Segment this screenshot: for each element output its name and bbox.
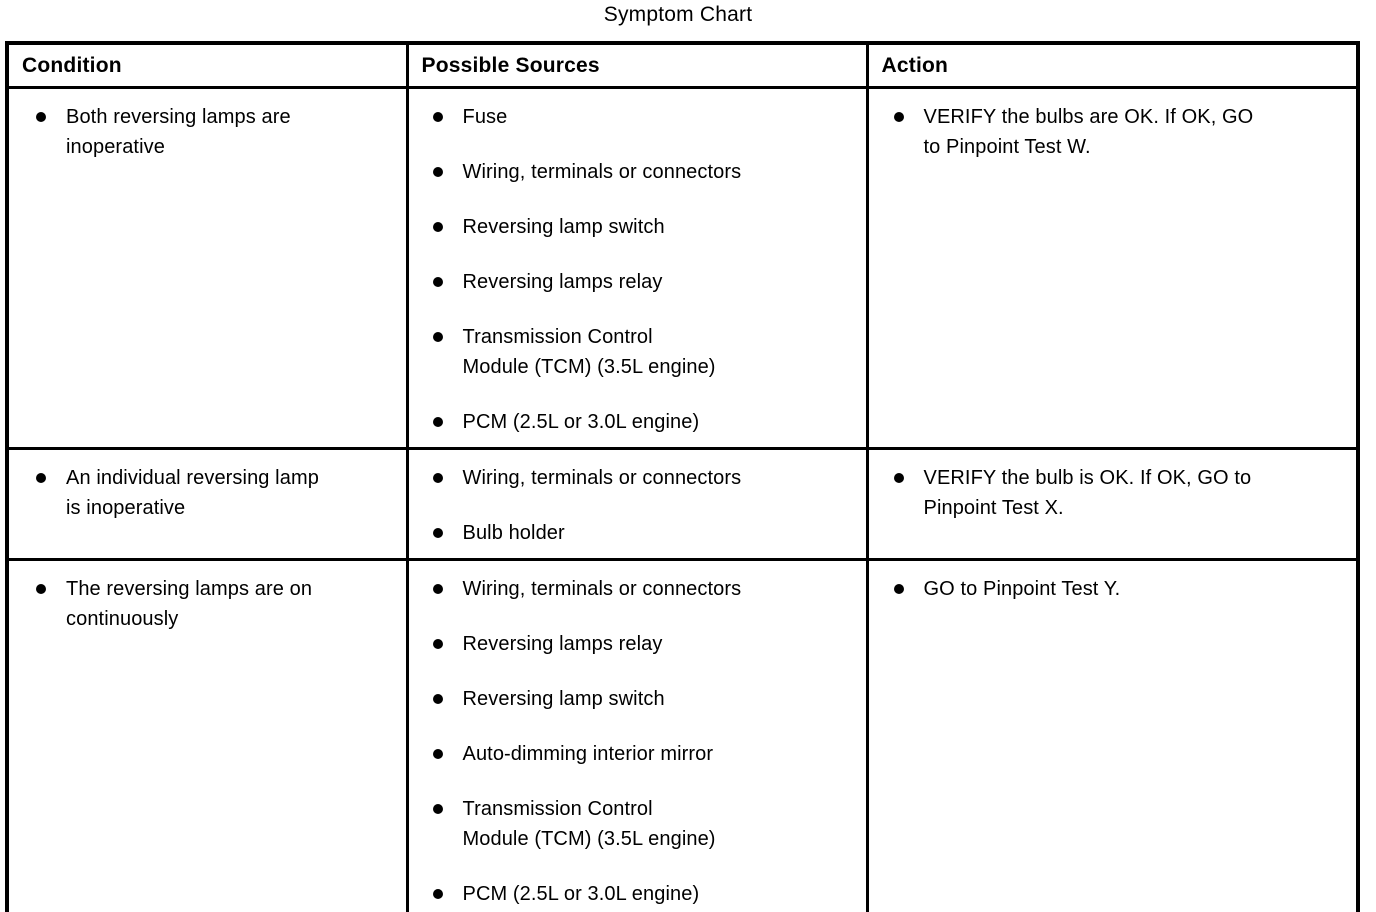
bullet-icon [432,694,443,704]
source-text: Wiring, terminals or connectors [462,467,742,489]
bullet-icon [432,332,443,342]
list-item: VERIFY the bulb is OK. If OK, GO to Pinp… [893,463,1349,523]
condition-text: Both reversing lamps are inoperative [66,106,291,158]
symptom-table: Condition Possible Sources Action Both r… [5,41,1360,912]
source-text: PCM (2.5L or 3.0L engine) [462,411,700,433]
table-row: Both reversing lamps are inoperative Fus… [5,86,1360,450]
list-item: Wiring, terminals or connectors [432,574,858,604]
source-text: Reversing lamp switch [462,688,665,710]
bullet-icon [893,112,904,122]
condition-text: An individual reversing lamp is inoperat… [66,467,319,519]
action-cell: VERIFY the bulb is OK. If OK, GO to Pinp… [865,447,1360,561]
source-text: Auto-dimming interior mirror [462,743,714,765]
bullet-icon [432,277,443,287]
bullet-icon [893,584,904,594]
sources-cell: Wiring, terminals or connectors Bulb hol… [405,447,869,561]
list-item: PCM (2.5L or 3.0L engine) [432,407,858,437]
sources-cell: Fuse Wiring, terminals or connectors Rev… [405,86,869,450]
table-row: An individual reversing lamp is inoperat… [5,447,1360,561]
action-text: GO to Pinpoint Test Y. [923,578,1121,600]
list-item: GO to Pinpoint Test Y. [893,574,1349,604]
bullet-icon [432,749,443,759]
list-item: The reversing lamps are on continuously [36,574,398,634]
header-cell-action: Action [865,41,1360,89]
bullet-icon [36,473,46,483]
source-text: Reversing lamp switch [462,216,665,238]
header-cell-condition: Condition [5,41,409,89]
list-item: An individual reversing lamp is inoperat… [36,463,398,523]
bullet-icon [432,528,443,538]
table-header-row: Condition Possible Sources Action [5,41,1360,89]
bullet-icon [432,804,443,814]
list-item: Reversing lamp switch [432,684,858,714]
condition-cell: Both reversing lamps are inoperative [5,86,409,450]
header-cell-possible-sources: Possible Sources [405,41,869,89]
condition-text: The reversing lamps are on continuously [66,578,313,630]
bullet-icon [36,112,46,122]
source-text: Wiring, terminals or connectors [462,578,742,600]
list-item: Reversing lamp switch [432,212,858,242]
bullet-icon [432,417,443,427]
list-item: Wiring, terminals or connectors [432,463,858,493]
source-text: Reversing lamps relay [462,271,663,293]
list-item: VERIFY the bulbs are OK. If OK, GO to Pi… [893,102,1349,162]
bullet-icon [432,889,443,899]
condition-cell: The reversing lamps are on continuously [5,558,409,912]
bullet-icon [36,584,46,594]
source-text: Reversing lamps relay [462,633,663,655]
list-item: Fuse [432,102,858,132]
bullet-icon [432,639,443,649]
list-item: Bulb holder [432,518,858,548]
bullet-icon [893,473,904,483]
list-item: Auto-dimming interior mirror [432,739,858,769]
source-text: Bulb holder [462,522,565,544]
condition-cell: An individual reversing lamp is inoperat… [5,447,409,561]
list-item: Reversing lamps relay [432,267,858,297]
bullet-icon [432,473,443,483]
page-title: Symptom Chart [603,3,753,26]
action-cell: GO to Pinpoint Test Y. [865,558,1360,912]
sources-cell: Wiring, terminals or connectors Reversin… [405,558,869,912]
list-item: Both reversing lamps are inoperative [36,102,398,162]
source-text: PCM (2.5L or 3.0L engine) [462,883,700,905]
source-text: Transmission Control Module (TCM) (3.5L … [462,798,716,850]
action-text: VERIFY the bulbs are OK. If OK, GO to Pi… [923,106,1254,158]
table-row: The reversing lamps are on continuously … [5,558,1360,912]
list-item: Transmission Control Module (TCM) (3.5L … [432,322,858,382]
bullet-icon [432,112,443,122]
source-text: Wiring, terminals or connectors [462,161,742,183]
bullet-icon [432,167,443,177]
action-text: VERIFY the bulb is OK. If OK, GO to Pinp… [923,467,1252,519]
list-item: PCM (2.5L or 3.0L engine) [432,879,858,909]
bullet-icon [432,584,443,594]
list-item: Wiring, terminals or connectors [432,157,858,187]
list-item: Transmission Control Module (TCM) (3.5L … [432,794,858,854]
action-cell: VERIFY the bulbs are OK. If OK, GO to Pi… [865,86,1360,450]
source-text: Fuse [462,106,508,128]
bullet-icon [432,222,443,232]
list-item: Reversing lamps relay [432,629,858,659]
source-text: Transmission Control Module (TCM) (3.5L … [462,326,716,378]
